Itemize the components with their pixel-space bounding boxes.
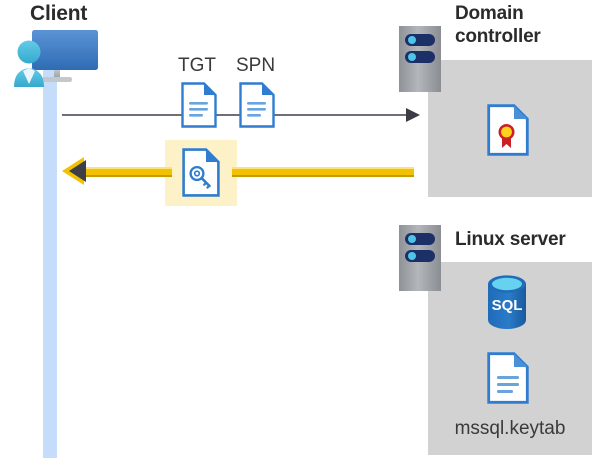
domain-controller-title: Domain controller (455, 3, 541, 47)
client-lifeline (43, 66, 57, 458)
sql-database-icon: SQL (483, 275, 531, 329)
kerberos-ticket-document-icon (182, 148, 220, 197)
client-title: Client (30, 2, 88, 25)
client-icon (8, 25, 100, 87)
request-arrow-line (62, 114, 410, 116)
keytab-document-icon (487, 352, 529, 404)
spn-label: SPN (236, 55, 276, 76)
request-arrowhead-icon (406, 108, 420, 122)
domain-controller-server-icon (399, 26, 441, 92)
tgt-label: TGT (178, 55, 216, 76)
tgt-document-icon (181, 82, 217, 128)
response-arrowhead-icon (69, 160, 86, 182)
certificate-document-icon (487, 104, 529, 156)
linux-server-title: Linux server (455, 229, 566, 250)
spn-document-icon (239, 82, 275, 128)
keytab-filename-label: mssql.keytab (454, 418, 566, 439)
response-arrow-line-left (80, 167, 172, 177)
linux-server-icon (399, 225, 441, 291)
response-arrow-line-right (232, 167, 414, 177)
sql-database-label: SQL (492, 297, 523, 314)
